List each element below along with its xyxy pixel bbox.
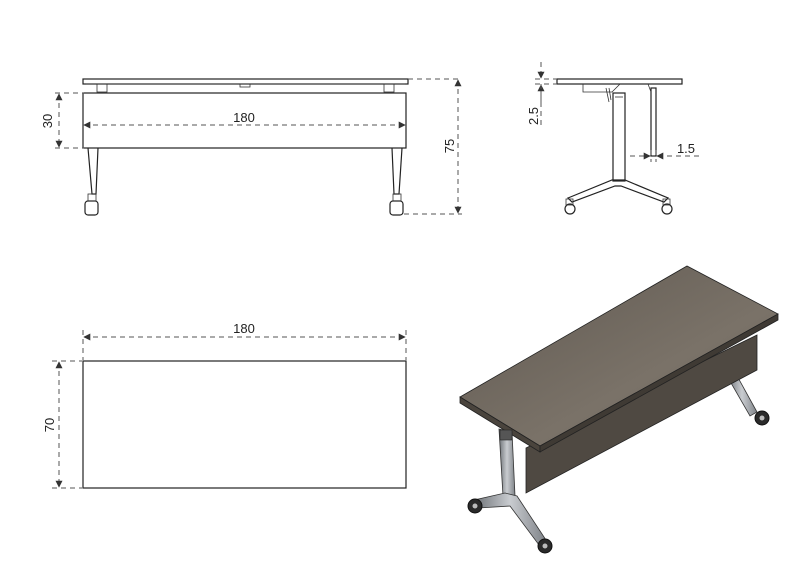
side-column bbox=[612, 92, 626, 182]
iso-front-base bbox=[473, 492, 547, 546]
front-total-height-dimension: 75 bbox=[442, 139, 457, 153]
front-width-dimension: 180 bbox=[233, 110, 255, 125]
front-right-leg bbox=[391, 147, 403, 195]
front-panel-height-dimension: 30 bbox=[40, 114, 55, 128]
side-panel-thickness-dimension: 1.5 bbox=[677, 141, 695, 156]
side-modesty-panel bbox=[650, 87, 657, 157]
front-desktop bbox=[82, 78, 409, 85]
top-depth-dimension: 70 bbox=[42, 418, 57, 432]
top-width-dimension: 180 bbox=[233, 321, 255, 336]
front-left-leg bbox=[87, 147, 99, 195]
front-view: 180 30 75 bbox=[40, 78, 462, 216]
side-top-thickness-dimension: 2.5 bbox=[526, 107, 541, 125]
top-desktop-outline bbox=[82, 360, 407, 489]
isometric-view bbox=[459, 265, 779, 554]
front-modesty-panel bbox=[82, 92, 407, 149]
side-desktop bbox=[556, 78, 683, 85]
top-view: 180 70 bbox=[42, 321, 407, 489]
side-view: 2.5 1.5 bbox=[526, 62, 699, 215]
side-base bbox=[566, 179, 670, 203]
